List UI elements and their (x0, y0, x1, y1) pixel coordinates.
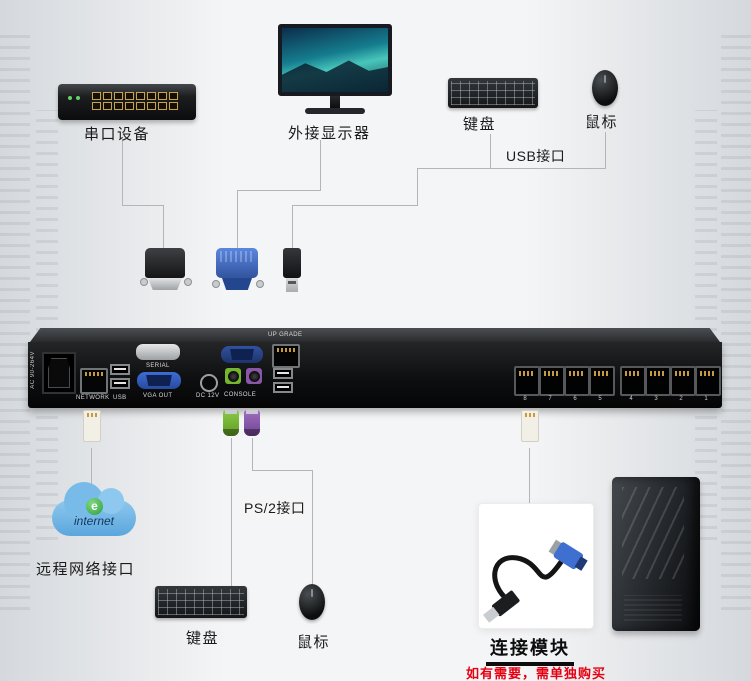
monitor-label: 外接显示器 (288, 125, 371, 142)
network-cable-plug (83, 410, 101, 442)
console-vga-port (221, 346, 263, 363)
serial-port (136, 344, 180, 360)
connection-line (122, 205, 164, 206)
monitor-neck (330, 96, 340, 108)
keyboard-label-top: 键盘 (463, 116, 497, 133)
connection-line (490, 134, 491, 168)
server-rack-backdrop (0, 30, 30, 610)
keyboard-keys (451, 81, 535, 105)
server-rack-backdrop (36, 110, 58, 540)
led-icon (76, 96, 80, 100)
port-number: 6 (573, 396, 577, 402)
port-number: 5 (598, 396, 602, 402)
usb-ports-label: USB (113, 395, 127, 401)
keyboard-keys (158, 589, 244, 615)
connection-line (252, 470, 313, 471)
serial-device-icon (58, 84, 196, 120)
ps2-keyboard-plug (223, 410, 239, 436)
console-usb-ports (273, 368, 293, 396)
console-ps2-keyboard-port (225, 368, 241, 384)
console-label: CONSOLE (224, 392, 257, 398)
mouse-label-bottom: 鼠标 (297, 634, 331, 651)
network-port-label: NETWORK (76, 395, 110, 401)
upgrade-label: UP GRADE (268, 332, 303, 338)
usb-interface-label: USB接口 (506, 148, 566, 164)
serial-device-label: 串口设备 (84, 126, 151, 143)
monitor-base (305, 108, 365, 114)
keyboard-icon-bottom (155, 586, 247, 618)
connection-module-box (478, 503, 594, 629)
kvm-dongle-icon (483, 539, 588, 623)
vga-out-port (137, 372, 181, 389)
internet-label: internet (73, 514, 115, 528)
connection-line (417, 168, 418, 206)
kvm-port-3 (645, 366, 671, 396)
kvm-port-8 (514, 366, 540, 396)
serial-port-label: SERIAL (146, 363, 170, 369)
connection-line (237, 190, 238, 248)
kvm-port-1 (695, 366, 721, 396)
module-cable-plug (521, 410, 539, 442)
keyboard-icon (448, 78, 538, 108)
mouse-icon (592, 70, 618, 106)
power-rating-label: AC 90-264V (30, 351, 36, 389)
connection-line (529, 448, 530, 504)
ps2-interface-label: PS/2接口 (242, 498, 308, 518)
kvm-port-4 (620, 366, 646, 396)
dc-label: DC 12V (196, 393, 220, 399)
kvm-chassis-top (30, 328, 720, 342)
tower-vent (624, 595, 682, 621)
connection-line (163, 205, 164, 248)
port-number: 4 (629, 396, 633, 402)
connection-line (237, 190, 321, 191)
server-rack-backdrop (695, 110, 717, 540)
network-port (80, 368, 108, 394)
kvm-port-2 (670, 366, 696, 396)
ac-power-inlet (42, 352, 76, 394)
console-ps2-mouse-port (246, 368, 262, 384)
port-number: 1 (704, 396, 708, 402)
kvm-port-5 (589, 366, 615, 396)
mouse-label-top: 鼠标 (585, 114, 619, 131)
monitor-screen (282, 28, 388, 92)
switch-ports (92, 92, 178, 110)
connection-line (91, 448, 92, 498)
keyboard-label-bottom: 键盘 (186, 630, 220, 647)
connection-line (312, 470, 313, 586)
monitor-icon (278, 24, 392, 120)
ps2-mouse-plug (244, 410, 260, 436)
connection-line (292, 205, 293, 248)
vga-out-label: VGA OUT (143, 393, 173, 399)
usb-ports (110, 364, 130, 392)
dc-power-jack (200, 374, 218, 392)
port-number: 7 (548, 396, 552, 402)
connection-line (252, 438, 253, 471)
connection-line (122, 140, 123, 206)
upgrade-port (272, 344, 300, 368)
module-purchase-note: 如有需要，需单独购买 (466, 666, 607, 681)
tower-front-pattern (622, 487, 684, 579)
remote-network-label: 远程网络接口 (36, 561, 136, 578)
kvm-port-7 (539, 366, 565, 396)
module-label: 连接模块 (486, 634, 574, 666)
connection-line (292, 205, 418, 206)
connection-line (231, 438, 232, 588)
port-number: 2 (679, 396, 683, 402)
connection-line (605, 132, 606, 168)
connection-line (320, 140, 321, 191)
browser-e-icon: e (86, 498, 103, 515)
kvm-port-6 (564, 366, 590, 396)
port-number: 3 (654, 396, 658, 402)
mouse-icon-bottom (299, 584, 325, 620)
computer-tower-icon (612, 477, 700, 631)
port-number: 8 (523, 396, 527, 402)
monitor-frame (278, 24, 392, 96)
server-rack-backdrop (721, 30, 751, 610)
kvm-chassis-front (28, 342, 722, 408)
led-icon (68, 96, 72, 100)
connection-line (417, 168, 606, 169)
